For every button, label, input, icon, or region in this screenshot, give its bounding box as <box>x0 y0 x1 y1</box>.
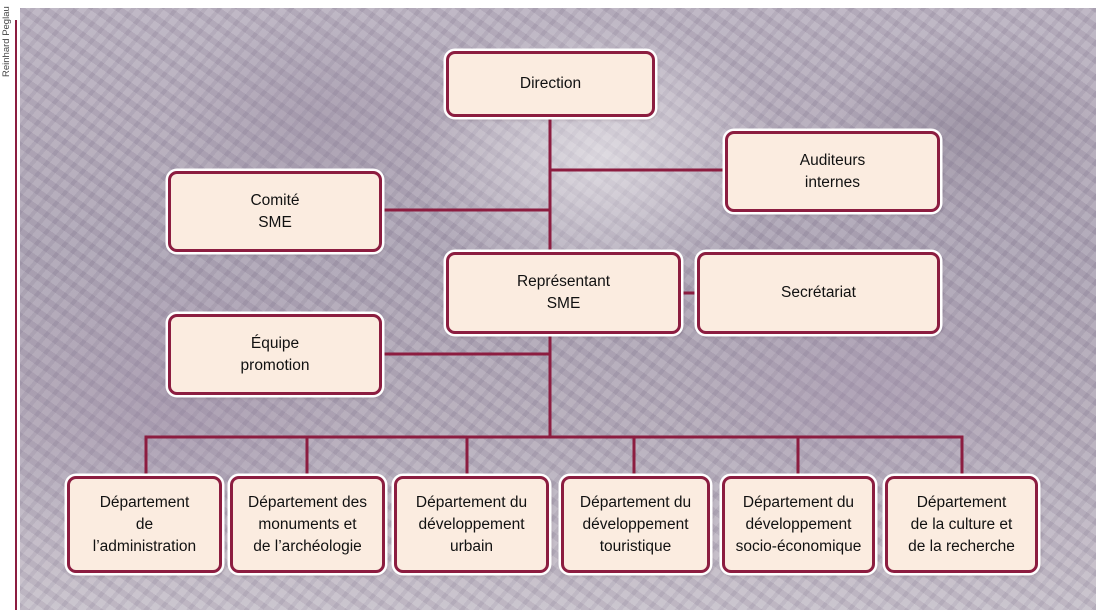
credit-rule <box>15 20 17 610</box>
box-departement-touristique: Département du développement touristique <box>561 476 710 573</box>
box-departement-monuments: Département des monuments et de l’archéo… <box>230 476 385 573</box>
box-auditeurs-internes: Auditeurs internes <box>725 131 940 212</box>
box-equipe-promotion: Équipe promotion <box>168 314 382 395</box>
box-representant-sme: Représentant SME <box>446 252 681 334</box>
box-departement-urbain: Département du développement urbain <box>394 476 549 573</box>
box-direction: Direction <box>446 51 655 117</box>
box-comite-sme: Comité SME <box>168 171 382 252</box>
box-departement-socio-economique: Département du développement socio-écono… <box>722 476 875 573</box>
box-departement-culture-recherche: Département de la culture et de la reche… <box>885 476 1038 573</box>
box-departement-administration: Département de l’administration <box>67 476 222 573</box>
box-secretariat: Secrétariat <box>697 252 940 334</box>
